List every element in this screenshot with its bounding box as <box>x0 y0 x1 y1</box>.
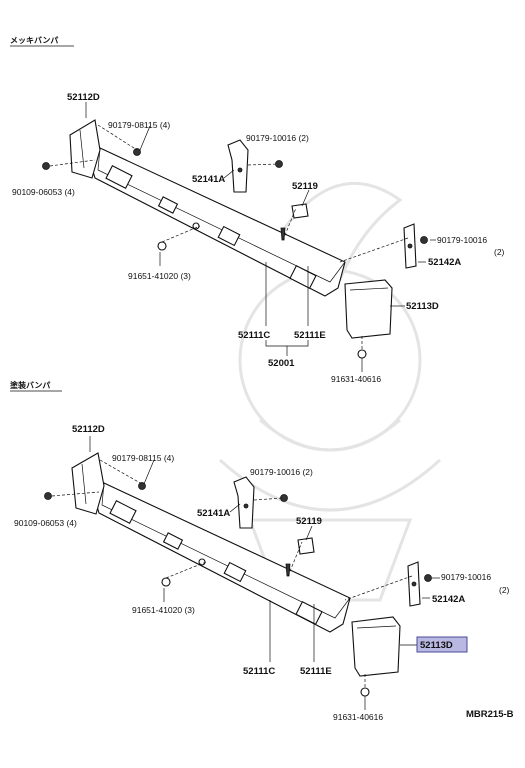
label-90179-08115: 90179-08115 (4) <box>108 120 170 130</box>
bolt-icon <box>360 687 370 697</box>
end-cap-left <box>71 452 105 515</box>
nut-icon <box>138 482 146 490</box>
bolt-icon <box>44 492 52 500</box>
label-90179-10016-b: 90179-10016 <box>437 235 487 245</box>
label-52142A: 52142A <box>432 594 465 605</box>
label-52001: 52001 <box>268 358 295 369</box>
label-52113D: 52113D <box>406 301 439 312</box>
label-90109-06053: 90109-06053 (4) <box>14 518 77 528</box>
label-52113D: 52113D <box>420 640 453 651</box>
bolt-icon <box>42 162 50 170</box>
bracket-52119 <box>291 203 309 219</box>
label-52112D: 52112D <box>67 92 100 103</box>
label-90179-10016-a: 90179-10016 (2) <box>246 133 309 143</box>
end-cap-right <box>344 279 393 339</box>
nut-icon <box>133 148 141 156</box>
label-52142A: 52142A <box>428 257 461 268</box>
bracket-52141A <box>233 476 255 529</box>
label-52111E: 52111E <box>300 666 332 677</box>
label-91651-41020: 91651-41020 (3) <box>132 605 195 615</box>
label-52119: 52119 <box>292 181 318 192</box>
label-qty-2: (2) <box>499 585 510 595</box>
label-52141A: 52141A <box>192 174 225 185</box>
section-title-chrome: メッキバンパ <box>10 35 58 45</box>
label-91651-41020: 91651-41020 (3) <box>128 271 191 281</box>
bolt-icon <box>157 241 167 251</box>
label-90109-06053: 90109-06053 (4) <box>12 187 75 197</box>
label-52111C: 52111C <box>243 666 275 677</box>
label-91631-40616: 91631-40616 <box>333 712 383 722</box>
label-90179-10016-b: 90179-10016 <box>441 572 491 582</box>
bolt-icon <box>357 349 367 359</box>
label-52111E: 52111E <box>294 330 326 341</box>
bolt-icon <box>280 227 286 241</box>
bottom-assembly <box>44 436 440 710</box>
label-52112D: 52112D <box>72 424 105 435</box>
diagram-code: MBR215-B <box>466 709 514 720</box>
bottom-labels: 52112D 90179-08115 (4) 90179-10016 (2) 9… <box>14 424 510 722</box>
nut-icon <box>424 574 432 582</box>
highlight-box-52113D <box>416 636 468 653</box>
label-91631-40616: 91631-40616 <box>331 374 381 384</box>
section-title-painted: 塗装バンパ <box>10 380 50 390</box>
label-90179-10016-a: 90179-10016 (2) <box>250 467 313 477</box>
label-qty-2: (2) <box>494 247 505 257</box>
end-cap-right <box>351 616 401 677</box>
nut-icon <box>275 160 283 168</box>
label-52111C: 52111C <box>238 330 270 341</box>
nut-icon <box>420 236 428 244</box>
top-assembly <box>42 102 436 372</box>
label-90179-08115: 90179-08115 (4) <box>112 453 174 463</box>
bolt-icon <box>285 563 291 577</box>
label-52141A: 52141A <box>197 508 230 519</box>
bracket-52141A <box>227 139 249 193</box>
end-cap-left <box>69 119 101 179</box>
label-52119: 52119 <box>296 516 322 527</box>
top-labels: 52112D 90179-08115 (4) 90179-10016 (2) 9… <box>12 92 505 384</box>
bolt-icon <box>161 577 171 587</box>
